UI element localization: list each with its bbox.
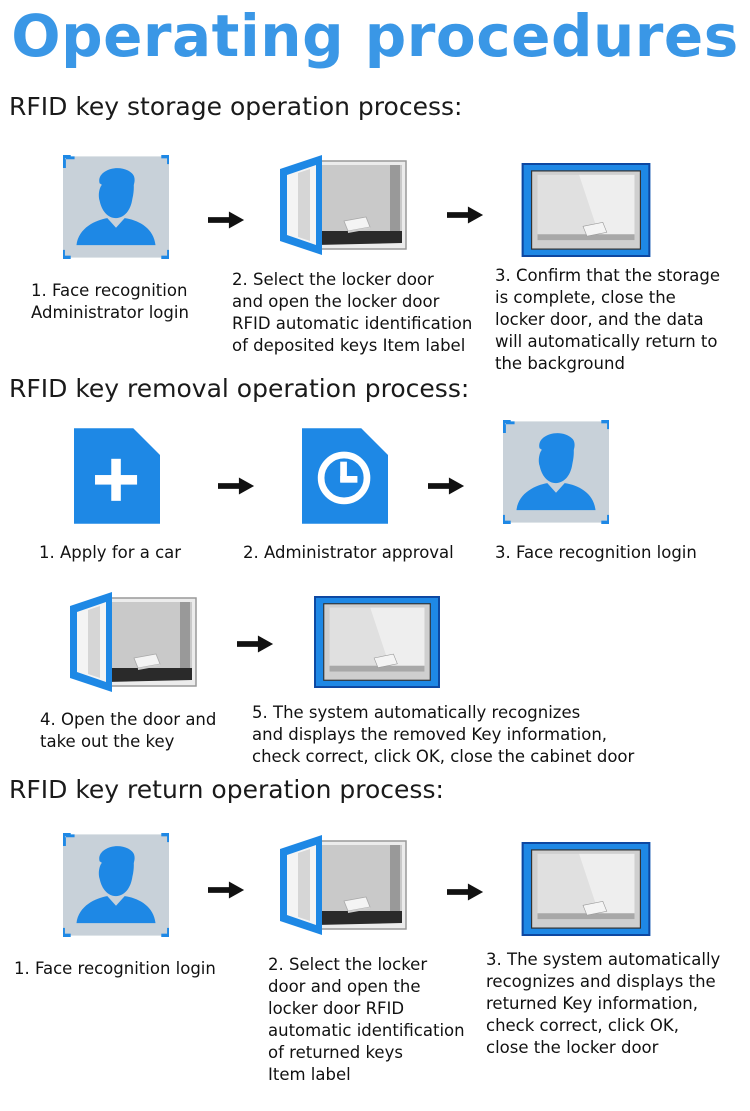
add-document-icon xyxy=(74,427,160,525)
page-title: Operating procedures xyxy=(11,2,739,70)
removal-step-2: 2. Administrator approval xyxy=(243,543,454,562)
face-recognition-icon xyxy=(63,155,169,259)
right-arrow-icon xyxy=(447,205,485,225)
return-step-1: 1. Face recognition login xyxy=(14,959,216,978)
closed-locker-icon xyxy=(521,842,651,936)
face-recognition-icon xyxy=(503,420,609,524)
face-recognition-icon xyxy=(63,833,169,937)
open-locker-icon xyxy=(278,155,408,255)
removal-step-4: 4. Open the door and take out the key xyxy=(40,710,217,751)
right-arrow-icon xyxy=(208,880,246,900)
right-arrow-icon xyxy=(218,476,256,496)
section-heading-return: RFID key return operation process: xyxy=(9,775,444,804)
return-step-2: 2. Select the locker door and open the l… xyxy=(268,955,465,1084)
storage-step-3: 3. Confirm that the storage is complete,… xyxy=(495,266,721,373)
closed-locker-icon xyxy=(521,163,651,257)
removal-step-3: 3. Face recognition login xyxy=(495,543,697,562)
right-arrow-icon xyxy=(237,634,275,654)
open-locker-icon xyxy=(278,835,408,935)
return-step-3: 3. The system automatically recognizes a… xyxy=(486,950,721,1057)
storage-step-1: 1. Face recognition Administrator login xyxy=(31,281,189,322)
section-heading-removal: RFID key removal operation process: xyxy=(9,374,470,403)
section-heading-storage: RFID key storage operation process: xyxy=(9,92,463,121)
open-locker-icon xyxy=(68,592,198,692)
closed-locker-icon xyxy=(313,596,441,688)
storage-step-2: 2. Select the locker door and open the l… xyxy=(232,270,473,355)
removal-step-5: 5. The system automatically recognizes a… xyxy=(252,703,635,766)
clock-document-icon xyxy=(302,427,388,525)
right-arrow-icon xyxy=(428,476,466,496)
removal-step-1: 1. Apply for a car xyxy=(39,543,182,562)
right-arrow-icon xyxy=(447,882,485,902)
right-arrow-icon xyxy=(208,210,246,230)
